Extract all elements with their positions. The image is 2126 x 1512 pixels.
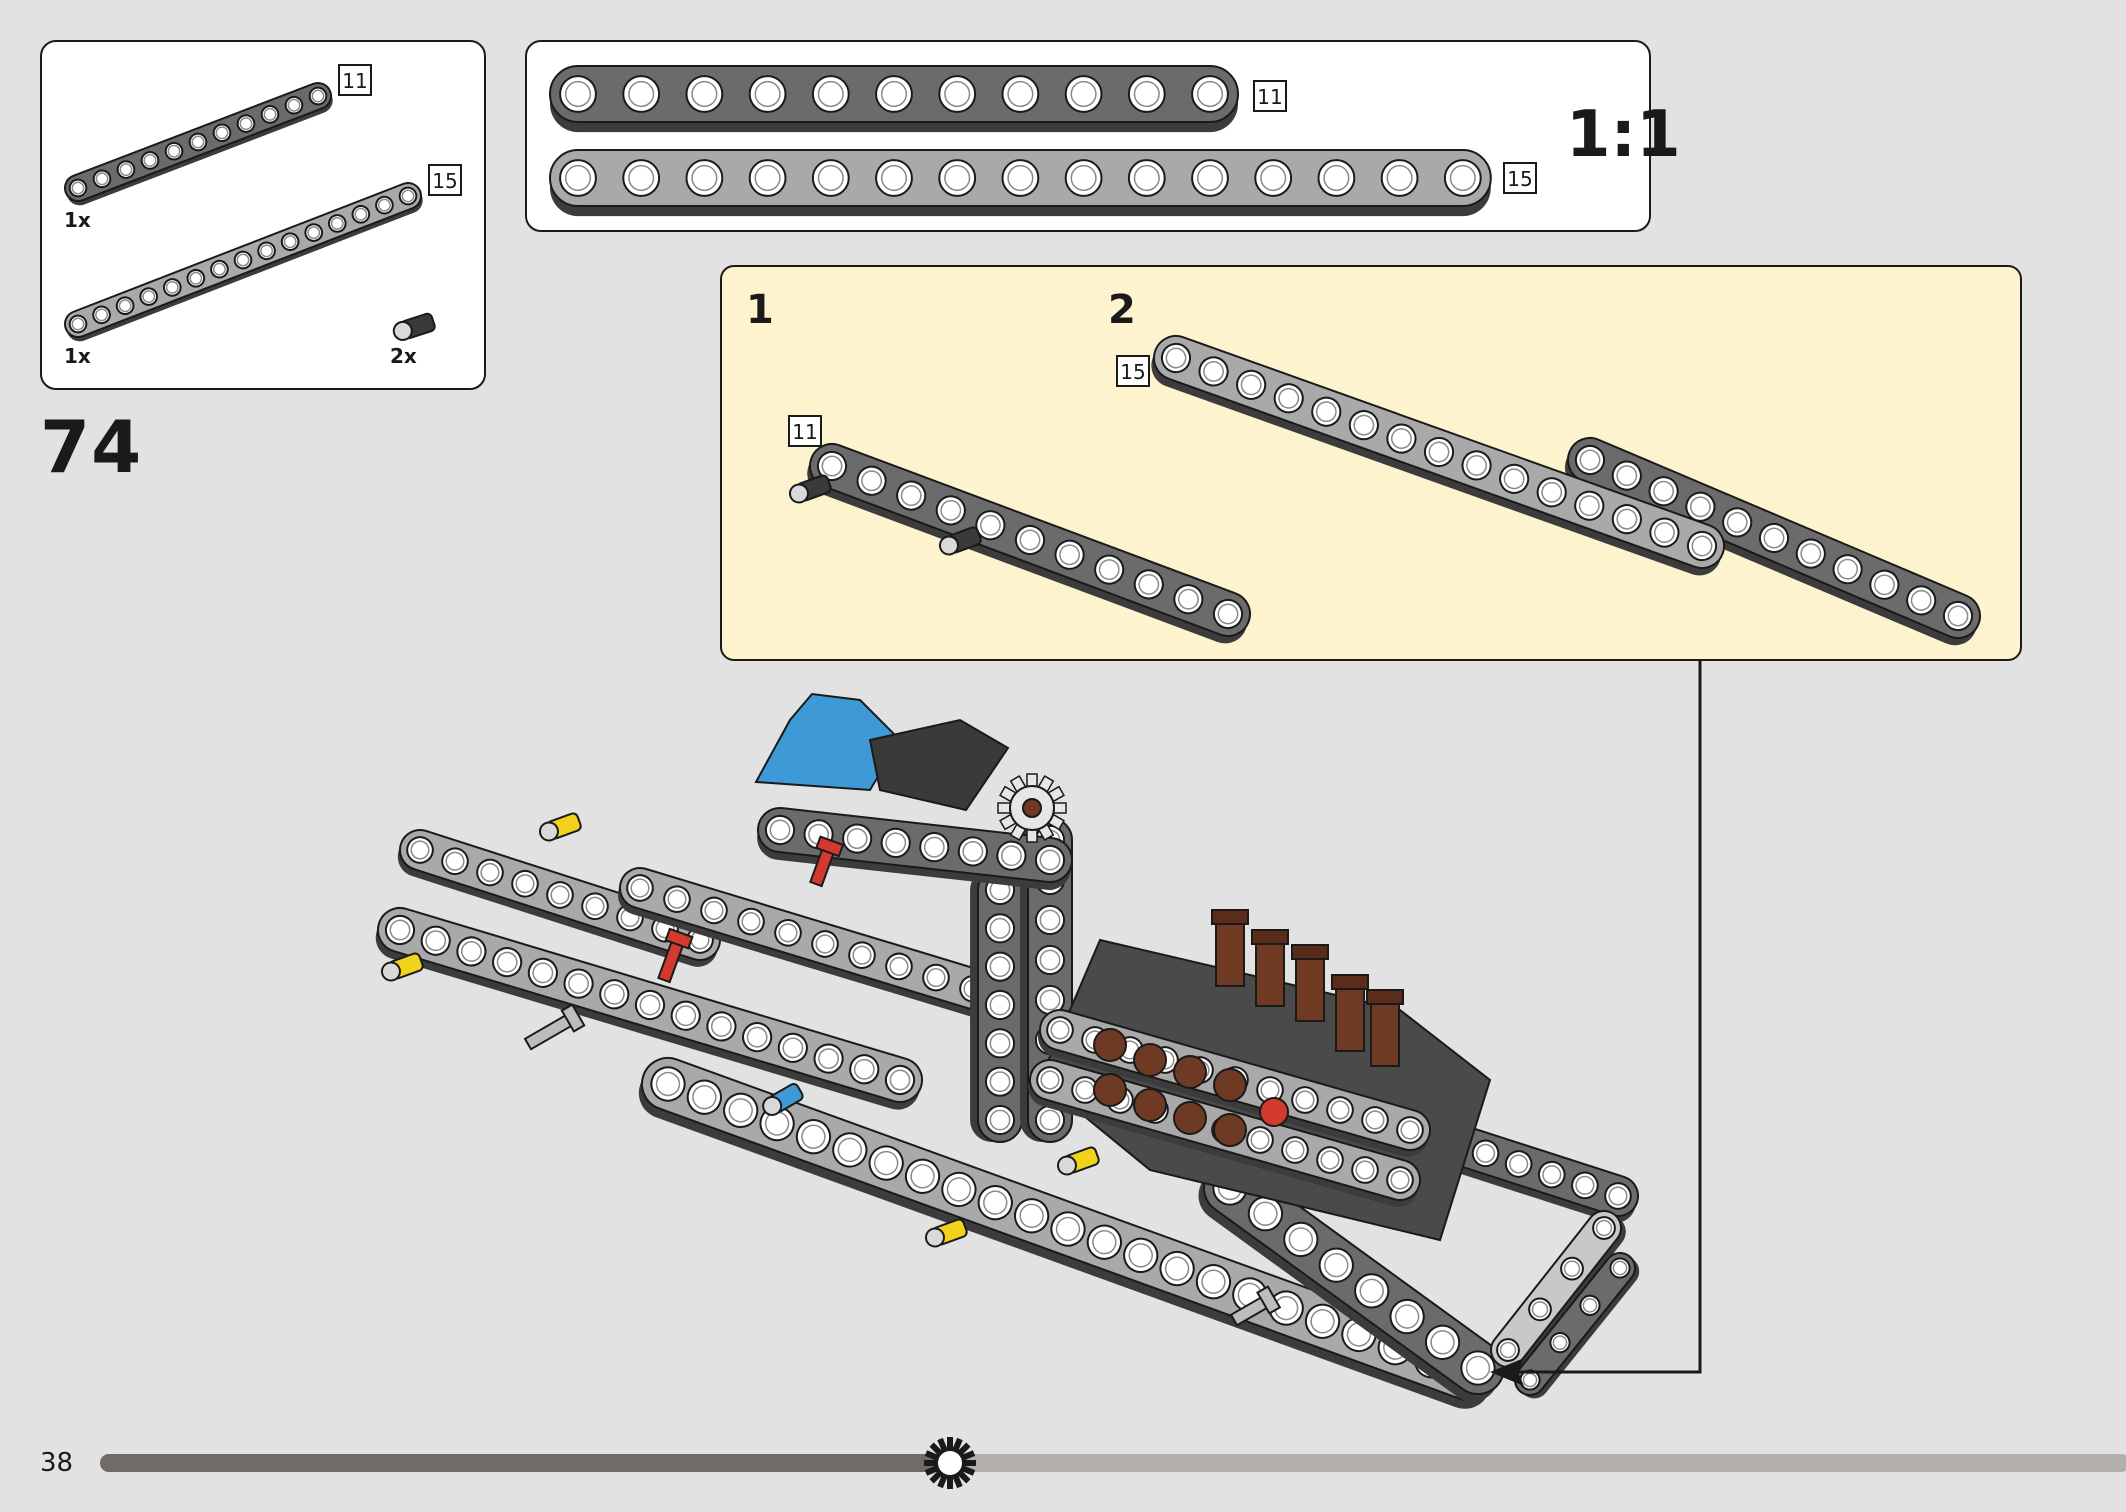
substep-1-pin-a bbox=[788, 474, 832, 504]
substep-number-1: 1 bbox=[746, 287, 774, 333]
substep-1-pin-b bbox=[938, 526, 982, 556]
scale-beam-11 bbox=[549, 65, 1239, 133]
scale-length-label-11: 11 bbox=[1253, 80, 1287, 112]
model-assembly-illustration bbox=[375, 692, 1640, 1409]
part-quantity-beam-11: 1x bbox=[64, 208, 91, 232]
progress-marker-icon bbox=[924, 1437, 976, 1489]
sub-assembly-beams-illustration bbox=[788, 335, 1982, 646]
substep-beam-label-15: 15 bbox=[1116, 355, 1150, 387]
scale-beams-illustration bbox=[549, 65, 1492, 217]
part-beam-15 bbox=[64, 182, 423, 342]
model-crank-7 bbox=[1173, 1101, 1207, 1135]
model-dark-cover bbox=[868, 718, 1010, 812]
substep-number-2: 2 bbox=[1108, 287, 1136, 333]
model-left-upper-beam bbox=[397, 829, 722, 967]
model-crank-4 bbox=[1213, 1068, 1247, 1102]
placement-arrow-line bbox=[1512, 661, 1702, 1374]
model-crank-1 bbox=[1093, 1028, 1127, 1062]
step-number: 74 bbox=[40, 405, 143, 489]
progress-bar bbox=[100, 1437, 2126, 1489]
model-front-linkage bbox=[1490, 1210, 1626, 1371]
model-crank-6 bbox=[1133, 1088, 1167, 1122]
scale-beam-15 bbox=[549, 149, 1492, 217]
model-piston-1 bbox=[1211, 909, 1249, 987]
model-crank-3 bbox=[1173, 1055, 1207, 1089]
model-yellow-pin-1 bbox=[380, 952, 424, 982]
model-grey-axle-1 bbox=[523, 1003, 586, 1051]
part-length-label-11: 11 bbox=[338, 64, 372, 96]
model-front-linkage-dark bbox=[1514, 1251, 1640, 1399]
model-yellow-pin-4 bbox=[1056, 1146, 1100, 1176]
model-gear bbox=[997, 773, 1067, 843]
placement-arrow bbox=[1490, 661, 1702, 1386]
progress-fill bbox=[100, 1454, 950, 1472]
scale-label: 1:1 bbox=[1566, 98, 1681, 172]
model-yellow-pin-3 bbox=[924, 1218, 968, 1248]
callout-parts-illustration bbox=[63, 82, 436, 342]
model-piston-2 bbox=[1251, 929, 1289, 1007]
page-number: 38 bbox=[40, 1448, 74, 1478]
part-beam-11 bbox=[63, 82, 333, 206]
parts-callout: 1x 1x 2x 11 15 bbox=[40, 40, 486, 390]
part-quantity-beam-15: 1x bbox=[64, 344, 91, 368]
part-length-label-15: 15 bbox=[428, 164, 462, 196]
sub-assembly-panel: 1 2 11 15 bbox=[720, 265, 2022, 661]
placement-arrow-head bbox=[1490, 1358, 1524, 1386]
model-left-lower-beam bbox=[375, 907, 923, 1110]
part-quantity-pin: 2x bbox=[390, 344, 417, 368]
model-frame-top-beam bbox=[757, 807, 1074, 890]
substep-2-beam-11 bbox=[1564, 437, 1982, 646]
substep-2-beam-15 bbox=[1151, 335, 1726, 576]
substep-beam-label-11: 11 bbox=[788, 415, 822, 447]
scale-length-label-15: 15 bbox=[1503, 162, 1537, 194]
model-yellow-pin-2 bbox=[538, 812, 582, 842]
model-blue-pin bbox=[762, 1083, 804, 1116]
model-piston-5 bbox=[1366, 989, 1404, 1067]
part-pin bbox=[392, 312, 436, 341]
model-crank-8 bbox=[1213, 1113, 1247, 1147]
model-red-axle-end bbox=[1259, 1097, 1289, 1127]
model-red-axle-1 bbox=[657, 927, 694, 984]
model-frame-upright-left bbox=[970, 867, 1023, 1143]
model-crank-5 bbox=[1093, 1073, 1127, 1107]
substep-1-beam-11 bbox=[807, 443, 1251, 644]
model-grey-axle-2 bbox=[1229, 1285, 1282, 1327]
model-piston-3 bbox=[1291, 944, 1329, 1022]
model-crank-2 bbox=[1133, 1043, 1167, 1077]
model-red-axle-2 bbox=[809, 835, 845, 888]
model-blue-panel bbox=[754, 692, 902, 792]
model-piston-4 bbox=[1331, 974, 1369, 1052]
model-front-dark-beam bbox=[1198, 1161, 1506, 1402]
